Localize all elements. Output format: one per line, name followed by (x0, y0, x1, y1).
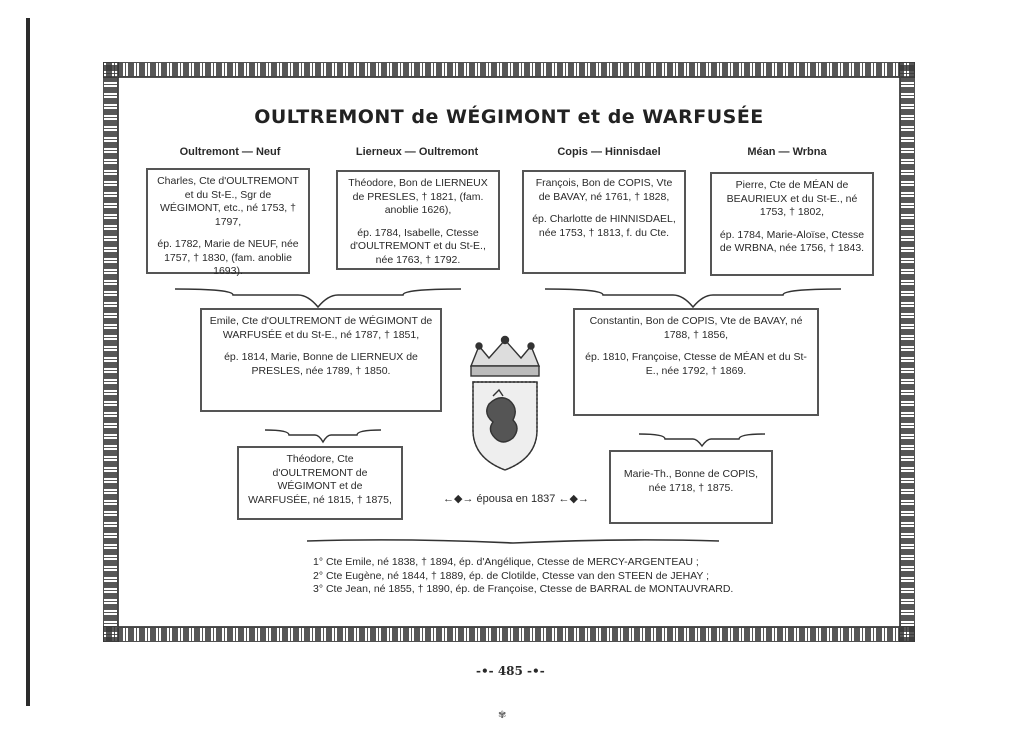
brace-connector-small-right (638, 433, 766, 448)
box-marie-th-copis: Marie-Th., Bonne de COPIS, née 1718, † 1… (609, 450, 773, 524)
box-francois-copis: François, Bon de COPIS, Vte de BAVAY, né… (522, 170, 686, 274)
column-heading-lierneux-oultremont: Lierneux — Oultremont (355, 146, 479, 158)
page-binding-edge (26, 18, 30, 706)
brace-connector-right (544, 288, 842, 309)
page-number: -•- 485 -•- (476, 664, 545, 678)
brace-connector-small-left (264, 429, 382, 444)
descendants-divider (306, 539, 720, 544)
box-text-line: Pierre, Cte de MÉAN de BEAURIEUX et du S… (726, 179, 858, 218)
page-number-value: 485 (497, 664, 523, 678)
box-text-line: Théodore, Bon de LIERNEUX de PRESLES, † … (348, 177, 488, 216)
box-emile-oultremont: Emile, Cte d'OULTREMONT de WÉGIMONT de W… (200, 308, 442, 412)
box-text-line: ép. 1784, Isabelle, Ctesse d'OULTREMONT … (350, 226, 486, 266)
box-text-line: Constantin, Bon de COPIS, Vte de BAVAY, … (589, 315, 803, 341)
descendant-item: 2° Cte Eugène, né 1844, † 1889, ép. de C… (313, 569, 710, 582)
box-pierre-mean: Pierre, Cte de MÉAN de BEAURIEUX et du S… (710, 172, 874, 276)
ornament-right-icon: ←◆→ (558, 493, 589, 505)
printer-ornament-icon: ✾ (498, 710, 507, 721)
marriage-label: ←◆→ épousa en 1837 ←◆→ (443, 492, 589, 505)
ornamental-frame: OULTREMONT de WÉGIMONT et de WARFUSÉE Ou… (103, 62, 915, 642)
box-text-line: Marie-Th., Bonne de COPIS, née 1718, † 1… (623, 468, 759, 494)
box-constantin-copis: Constantin, Bon de COPIS, Vte de BAVAY, … (573, 308, 819, 416)
box-text-line: ép. 1784, Marie-Aloïse, Ctesse de WRBNA,… (719, 228, 865, 255)
frame-inner-rule (117, 76, 901, 628)
descendant-item: 3° Cte Jean, né 1855, † 1890, ép. de Fra… (313, 583, 734, 595)
brace-connector-left (174, 288, 462, 309)
box-text-line: Théodore, Cte d'OULTREMONT de WÉGIMONT e… (248, 453, 392, 506)
marriage-text: épousa en 1837 (476, 493, 556, 505)
descendants-list: 1° Cte Emile, né 1838, † 1894, ép. d'Ang… (313, 556, 733, 597)
page-number-mark: -•- (476, 664, 498, 678)
page-title: OULTREMONT de WÉGIMONT et de WARFUSÉE (254, 106, 764, 128)
descendant-item: 1° Cte Emile, né 1838, † 1894, ép. d'Ang… (313, 556, 699, 568)
frame-border-top (103, 62, 915, 78)
column-heading-oultremont-neuf: Oultremont — Neuf (179, 146, 281, 158)
box-text-line: ép. 1814, Marie, Bonne de LIERNEUX de PR… (224, 351, 418, 377)
ornament-left-icon: ←◆→ (443, 493, 477, 505)
page-number-mark: -•- (522, 664, 545, 678)
frame-border-right (899, 62, 915, 642)
box-charles-oultremont: Charles, Cte d'OULTREMONT et du St-E., S… (146, 168, 310, 277)
frame-border-left (103, 62, 119, 642)
box-text-line: ép. Charlotte de HINNISDAEL, née 1753, †… (532, 213, 676, 239)
column-heading-copis-hinnisdael: Copis — Hinnisdael (557, 146, 661, 158)
coat-of-arms-emblem (469, 335, 541, 471)
box-text-line: ép. 1782, Marie de NEUF, née 1757, † 183… (157, 238, 299, 277)
column-heading-mean-wrbna: Méan — Wrbna (747, 146, 827, 158)
box-text-line: Emile, Cte d'OULTREMONT de WÉGIMONT de W… (209, 315, 433, 341)
box-text-line: François, Bon de COPIS, Vte de BAVAY, né… (535, 177, 673, 203)
box-theodore-oultremont: Théodore, Cte d'OULTREMONT de WÉGIMONT e… (237, 446, 403, 520)
box-text-line: Charles, Cte d'OULTREMONT et du St-E., S… (157, 175, 299, 228)
box-theodore-lierneux: Théodore, Bon de LIERNEUX de PRESLES, † … (336, 170, 500, 270)
frame-border-bottom (103, 626, 915, 642)
box-text-line: ép. 1810, Françoise, Ctesse de MÉAN et d… (585, 351, 807, 377)
